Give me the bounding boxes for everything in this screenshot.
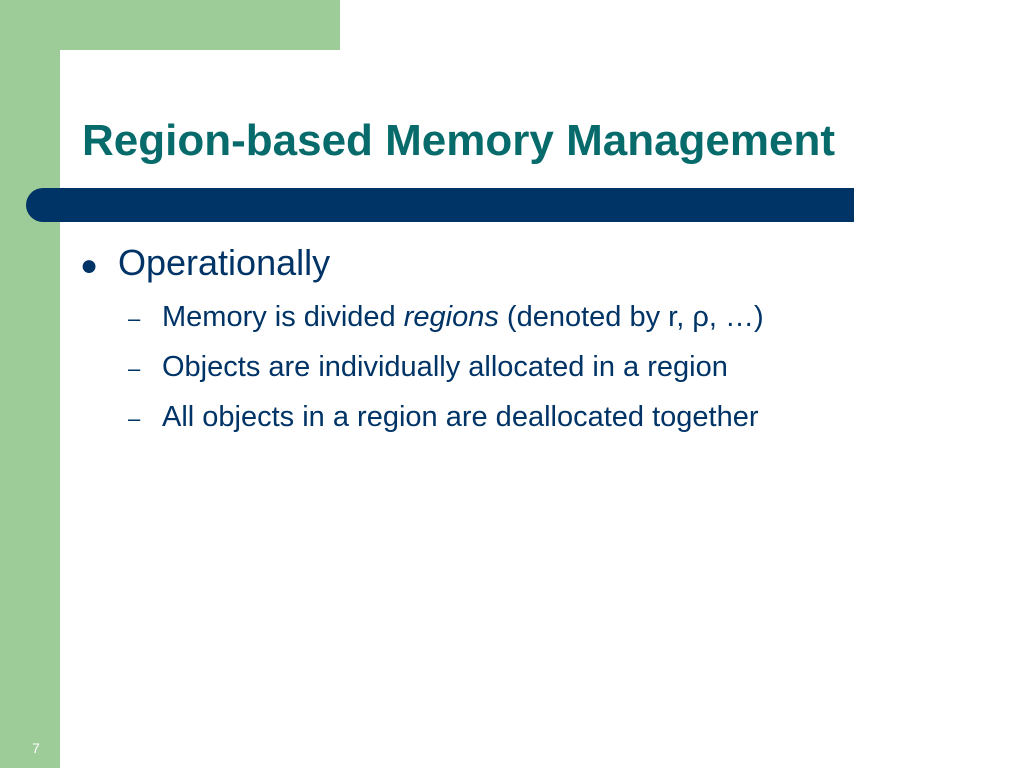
- bullet-item: ● Operationally: [80, 240, 980, 289]
- frame-top-tab: [0, 0, 340, 50]
- bullet-text: Operationally: [118, 242, 331, 283]
- title-underline-bar: [26, 188, 854, 222]
- dash-icon: –: [128, 406, 141, 431]
- page-number: 7: [32, 740, 40, 756]
- sub-bullet-text-end: (denoted by r, ρ, …): [498, 301, 764, 333]
- dash-icon: –: [128, 306, 141, 331]
- sub-bullet-text: Objects are individually allocated in a …: [162, 351, 728, 383]
- dash-icon: –: [128, 356, 141, 381]
- sub-bullet-text: All objects in a region are deallocated …: [162, 401, 759, 433]
- frame-left-band: [0, 0, 60, 768]
- bullet-icon: ●: [80, 249, 99, 282]
- sub-bullet-text-start: Memory is divided: [162, 301, 404, 333]
- sub-bullet-text: Memory is divided regions (denoted by r,…: [162, 293, 764, 341]
- slide-title: Region-based Memory Management: [82, 116, 836, 165]
- emphasis-text: regions: [403, 301, 499, 333]
- frame-rounded-corner: [60, 50, 120, 110]
- sub-bullet-item: – Memory is divided regions (denoted by …: [128, 293, 980, 343]
- sub-bullet-item: – Objects are individually allocated in …: [128, 343, 980, 393]
- sub-bullet-list: – Memory is divided regions (denoted by …: [80, 293, 980, 443]
- slide-body: ● Operationally – Memory is divided regi…: [80, 240, 980, 443]
- sub-bullet-item: – All objects in a region are deallocate…: [128, 393, 980, 443]
